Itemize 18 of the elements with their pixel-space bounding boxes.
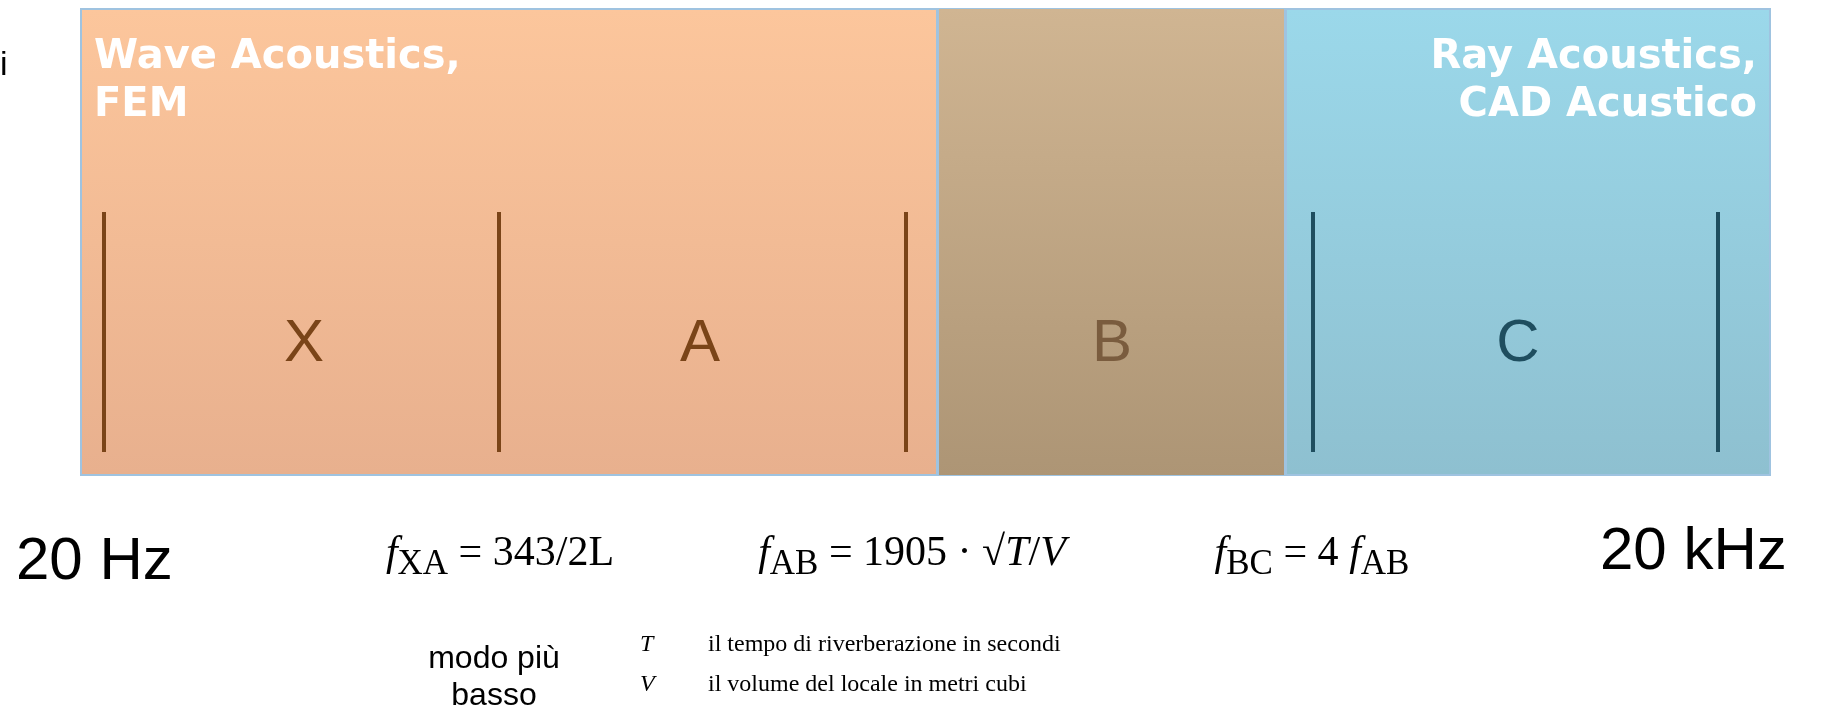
cut-off-letter: i xyxy=(0,44,8,84)
frequency-label: 20 kHz xyxy=(1600,513,1787,583)
band-title: Wave Acoustics, FEM xyxy=(94,30,462,126)
frequency-label: 20 Hz xyxy=(16,523,173,593)
symbol: T xyxy=(640,630,654,658)
range-letter: X xyxy=(284,305,324,375)
frequency-band xyxy=(80,8,938,476)
range-letter: A xyxy=(680,305,720,375)
range-letter: B xyxy=(1092,305,1132,375)
symbol-definition: il tempo di riverberazione in secondi xyxy=(708,630,1061,658)
frequency-band xyxy=(1285,8,1771,476)
formula: f$_{XA}$ = 343/2L xyxy=(385,526,615,584)
band-title: Ray Acoustics, CAD Acustico xyxy=(1429,30,1757,126)
formula-note: modo più basso xyxy=(427,639,561,713)
range-letter: C xyxy=(1496,305,1540,375)
formula: f$_{BC}$ = 4 f$_{AB}$ xyxy=(1214,526,1410,584)
symbol-definition: il volume del locale in metri cubi xyxy=(708,670,1027,698)
symbol: V xyxy=(640,670,655,698)
